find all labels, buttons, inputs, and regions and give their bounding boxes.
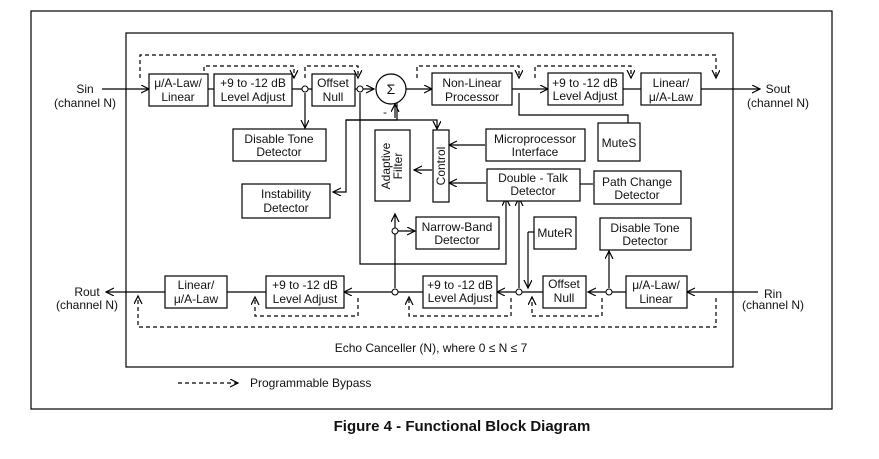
port-sin: Sin (channel N) [54,82,116,110]
svg-text:MuteR: MuteR [537,226,573,240]
svg-text:+9 to -12 dB: +9 to -12 dB [272,278,338,292]
svg-text:Detector: Detector [434,233,479,247]
outer-frame [30,10,833,410]
bypass-r-offset [532,297,603,317]
svg-text:Rin: Rin [764,287,782,301]
block-sin-disable-tone-detector: Disable Tone Detector [232,128,327,162]
svg-text:Control: Control [434,147,448,186]
svg-text:(channel N): (channel N) [747,96,809,110]
svg-text:Non-Linear: Non-Linear [442,76,501,90]
svg-text:(channel N): (channel N) [742,298,804,312]
bypass-offset [304,65,358,78]
block-sin-offset-null: Offset Null [311,73,356,107]
block-rin-law-to-linear: μ/A-Law/ Linear [625,275,688,309]
svg-text:Σ: Σ [387,81,396,97]
bypass-nlp [416,65,519,78]
echo-canceller-label: Echo Canceller (N), where 0 ≤ N ≤ 7 [335,341,528,355]
svg-text:Adaptive: Adaptive [379,142,393,189]
svg-text:Level Adjust: Level Adjust [553,89,618,103]
svg-text:Level Adjust: Level Adjust [428,291,493,305]
block-path-change-detector: Path Change Detector [593,170,682,205]
svg-text:+9 to -12 dB: +9 to -12 dB [220,76,286,90]
bypass-rin-outer [138,296,717,328]
svg-text:Interface: Interface [512,145,559,159]
svg-text:Double - Talk: Double - Talk [498,171,569,185]
svg-text:+9 to -12 dB: +9 to -12 dB [552,76,618,90]
figure-caption: Figure 4 - Functional Block Diagram [334,418,591,435]
block-rin-offset-null: Offset Null [542,275,587,309]
svg-text:Microprocessor: Microprocessor [494,132,576,146]
svg-text:(channel N): (channel N) [56,298,118,312]
block-microprocessor-interface: Microprocessor Interface [485,128,586,162]
svg-text:Detector: Detector [614,188,659,202]
block-muter: MuteR [533,216,577,250]
svg-text:Null: Null [323,90,344,104]
summer: Σ - [375,73,407,119]
block-control: Control [432,129,450,203]
svg-text:(channel N): (channel N) [54,96,116,110]
port-rout: Rout (channel N) [56,285,118,312]
svg-text:Offset: Offset [548,277,580,291]
block-rin-level-adjust: +9 to -12 dB Level Adjust [422,275,498,309]
block-sout-level-adjust: +9 to -12 dB Level Adjust [547,72,624,106]
block-sin-law-to-linear: μ/A-Law/ Linear [148,73,209,107]
svg-text:μ/A-Law/: μ/A-Law/ [154,76,202,90]
svg-text:Disable Tone: Disable Tone [610,221,679,235]
block-narrow-band-detector: Narrow-Band Detector [415,216,500,250]
svg-text:+9 to -12 dB: +9 to -12 dB [427,278,493,292]
svg-text:Instability: Instability [261,187,311,201]
legend-label: Programmable Bypass [250,376,371,390]
svg-text:Processor: Processor [445,90,499,104]
block-instability-detector: Instability Detector [241,183,331,219]
bypass-rout-level [255,297,359,317]
svg-text:Filter: Filter [391,153,405,180]
echo-canceller-frame [125,32,734,368]
svg-text:Narrow-Band: Narrow-Band [422,220,493,234]
block-sout-linear-to-law: Linear/ μ/A-Law [640,72,702,106]
block-rout-linear-to-law: Linear/ μ/A-Law [164,275,228,309]
bypass-sin-level [203,65,294,78]
svg-text:Detector: Detector [263,201,308,215]
bypass-rin-level [409,297,512,317]
block-rout-level-adjust: +9 to -12 dB Level Adjust [265,275,345,309]
svg-text:Linear: Linear [161,90,194,104]
svg-text:Sout: Sout [766,82,791,96]
svg-text:Level Adjust: Level Adjust [273,292,338,306]
port-rin: Rin (channel N) [742,287,804,312]
svg-text:Rout: Rout [74,285,100,299]
svg-text:Detector: Detector [510,184,555,198]
svg-text:Disable Tone: Disable Tone [244,132,313,146]
block-non-linear-processor: Non-Linear Processor [431,72,513,106]
port-sout: Sout (channel N) [747,82,809,110]
bypass-sin-outer [139,54,716,78]
svg-text:MuteS: MuteS [602,136,637,150]
svg-text:Null: Null [554,291,575,305]
svg-text:Linear/: Linear/ [178,278,215,292]
svg-text:Sin: Sin [76,82,93,96]
svg-text:Level Adjust: Level Adjust [221,90,286,104]
svg-text:Linear/: Linear/ [653,76,690,90]
block-sin-level-adjust: +9 to -12 dB Level Adjust [213,73,293,107]
svg-text:Detector: Detector [256,145,301,159]
svg-text:μ/A-Law/: μ/A-Law/ [632,278,680,292]
block-adaptive-filter: Adaptive Filter [374,129,411,202]
svg-text:μ/A-Law: μ/A-Law [649,90,694,104]
svg-text:Detector: Detector [622,234,667,248]
block-double-talk-detector: Double - Talk Detector [486,168,581,202]
svg-text:-: - [383,105,387,119]
block-rin-disable-tone-detector: Disable Tone Detector [599,217,692,251]
svg-text:Linear: Linear [639,292,672,306]
svg-text:μ/A-Law: μ/A-Law [174,292,219,306]
block-mutes: MuteS [597,122,641,162]
svg-text:Path Change: Path Change [602,175,672,189]
bypass-sout-level [534,65,631,78]
svg-text:Offset: Offset [317,76,349,90]
